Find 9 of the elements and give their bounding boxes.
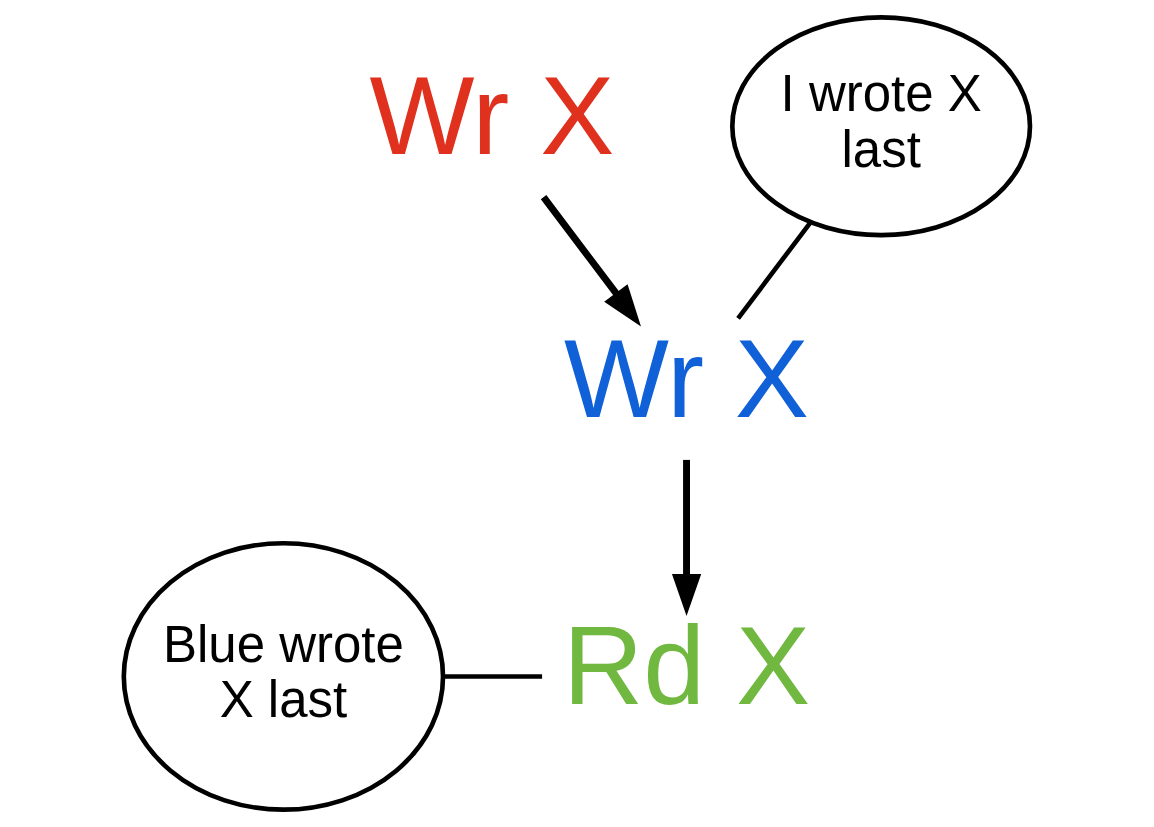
node-ellipse: Blue wrote X last <box>121 540 446 812</box>
arrow <box>671 459 702 616</box>
node-text: Wr X <box>564 315 810 441</box>
arrow <box>540 195 641 327</box>
node-text: Rd X <box>562 603 811 729</box>
connector <box>736 221 813 320</box>
connector <box>443 674 543 679</box>
node-text: Wr X <box>369 52 615 178</box>
node-ellipse: I wrote X last <box>730 15 1033 238</box>
